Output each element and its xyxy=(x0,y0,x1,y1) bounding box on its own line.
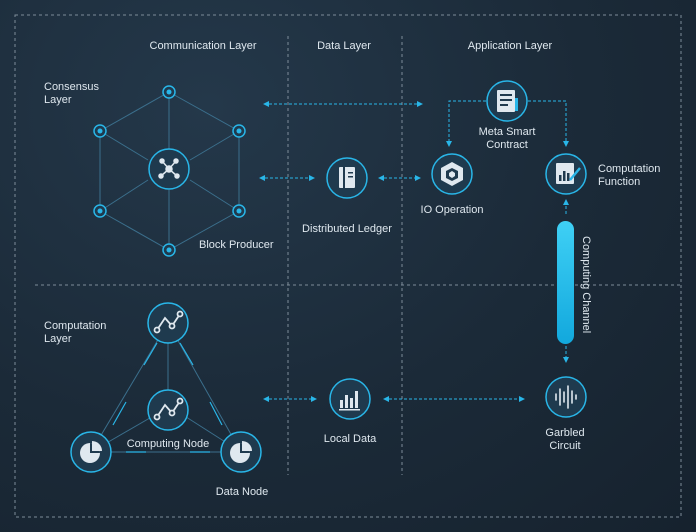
local-data-node xyxy=(329,378,371,420)
meta-smart-contract-node xyxy=(486,80,528,122)
consensus-layer-label: Consensus Layer xyxy=(44,81,100,106)
computing-node-center xyxy=(147,389,189,431)
consensus-peer-nodes xyxy=(93,85,246,257)
computing-node-top xyxy=(147,302,189,344)
data-layer-heading: Data Layer xyxy=(317,40,371,52)
ledger-book-icon xyxy=(339,167,355,188)
outer-frame xyxy=(14,14,682,518)
computation-links xyxy=(112,342,223,453)
peer-node xyxy=(93,124,107,138)
communication-layer-heading: Communication Layer xyxy=(149,40,257,52)
peer-node xyxy=(162,85,176,99)
computing-node-label: Computing Node xyxy=(126,438,210,450)
data-node-label: Data Node xyxy=(215,486,269,498)
hub-network-icon xyxy=(158,158,180,179)
block-producer-label: Block Producer xyxy=(199,239,274,251)
peer-node xyxy=(232,124,246,138)
compute-path-icon xyxy=(153,310,184,334)
local-data-label: Local Data xyxy=(323,433,377,445)
function-chart-icon xyxy=(556,163,581,184)
io-cube-icon xyxy=(441,162,463,186)
peer-node xyxy=(93,204,107,218)
computing-channel-label: Computing Channel xyxy=(580,236,592,334)
contract-document-icon xyxy=(497,90,518,112)
computation-function-label: Computation Function xyxy=(598,163,661,188)
arrow-contract-function xyxy=(528,100,569,147)
io-operation-label: IO Operation xyxy=(420,204,484,216)
compute-path-icon xyxy=(153,397,184,421)
application-layer-heading: Application Layer xyxy=(467,40,553,52)
computation-function-node xyxy=(545,153,587,195)
peer-node xyxy=(232,204,246,218)
arrow-contract-io xyxy=(446,100,486,147)
pie-chart-icon xyxy=(80,441,102,463)
distributed-ledger-node xyxy=(326,157,368,199)
distributed-ledger-label: Distributed Ledger xyxy=(302,223,392,235)
garbled-circuit-node xyxy=(545,376,587,418)
data-node-left xyxy=(70,431,112,473)
peer-node xyxy=(162,243,176,257)
data-node-right xyxy=(220,431,262,473)
block-producer-node xyxy=(148,148,190,190)
garbled-circuit-label: Garbled Circuit xyxy=(545,427,585,452)
waveform-icon xyxy=(555,385,577,409)
upper-arrows xyxy=(259,100,569,181)
computing-channel xyxy=(557,199,574,363)
io-operation-node xyxy=(431,153,473,195)
computation-layer-label: Computation Layer xyxy=(44,320,107,345)
pie-chart-icon xyxy=(230,441,252,463)
computing-channel-bar xyxy=(557,221,574,344)
meta-smart-contract-label: Meta Smart Contract xyxy=(478,126,536,151)
bar-chart-icon xyxy=(339,391,360,411)
